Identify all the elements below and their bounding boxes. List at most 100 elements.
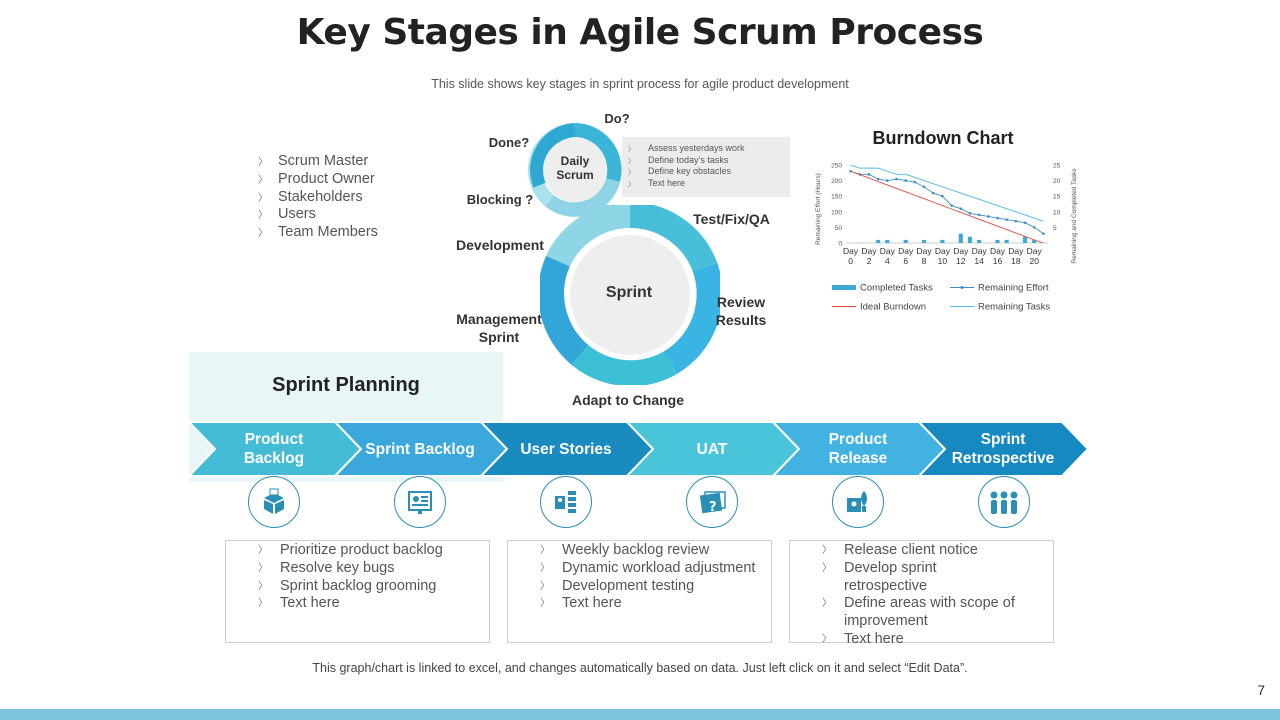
chart-bar (958, 233, 963, 243)
chevron-right-icon: 〉 (628, 157, 635, 165)
list-item: 〉Sprint backlog grooming (258, 577, 437, 594)
development-label: Development (456, 237, 544, 253)
list-item: 〉Development testing (540, 577, 695, 594)
series-point (931, 191, 935, 195)
series-point (1014, 219, 1018, 223)
chart-bar (1022, 236, 1028, 243)
list-item: 〉Prioritize product backlog (258, 542, 443, 558)
y-right-axis-label: Remaining and Completed Tasks (1071, 168, 1078, 264)
user-stories-icon (540, 476, 592, 528)
release-rocket-icon (832, 476, 884, 528)
series-point (895, 177, 898, 181)
svg-text:?: ? (709, 500, 717, 515)
y-tick-label: 0 (838, 241, 842, 248)
y-right-tick-label: 15 (1053, 194, 1061, 201)
team-people-icon (978, 476, 1030, 528)
list-item: 〉Develop sprint retrospective (822, 559, 937, 594)
series-line (850, 170, 1044, 244)
legend-label: Remaining Effort (978, 283, 1049, 294)
chevron-right-icon: 〉 (540, 580, 550, 592)
series-point (987, 215, 990, 218)
list-item: 〉Define key obstacles (628, 166, 790, 178)
daily-scrum-ring (528, 123, 622, 217)
series-point (1005, 218, 1008, 221)
chevron-right-icon: 〉 (258, 192, 268, 204)
chart-bar (921, 239, 927, 243)
y-tick-label: 50 (835, 225, 843, 232)
chevron-right-icon: 〉 (258, 545, 268, 556)
chevron-right-icon: 〉 (628, 169, 635, 176)
series-point (977, 213, 981, 217)
chart-bar (903, 239, 908, 243)
stage-label: Sprint Retrospective (951, 431, 1055, 467)
series-point (1023, 221, 1027, 225)
stage-label: Sprint Backlog (365, 440, 475, 458)
chevron-right-icon: 〉 (822, 633, 832, 645)
slide-title: Key Stages in Agile Scrum Process (296, 12, 984, 53)
y-tick-label: 150 (831, 194, 842, 201)
chevron-right-icon: 〉 (540, 545, 550, 556)
legend-label: Ideal Burndown (860, 302, 926, 313)
series-point (996, 216, 999, 220)
chevron-right-icon: 〉 (258, 598, 268, 610)
series-line (850, 170, 1044, 235)
sprint-center-label: Sprint (605, 284, 653, 301)
list-item: 〉Text here (258, 595, 340, 612)
list-item: 〉Users (258, 206, 378, 224)
blocking-label: Blocking ? (466, 192, 534, 207)
details-box: 〉Prioritize product backlog 〉Resolve key… (225, 540, 490, 643)
stage-label: UAT (696, 440, 728, 458)
chart-bar (977, 239, 982, 243)
series-point (950, 204, 953, 207)
series-point (904, 179, 907, 182)
list-item: 〉Team Members (258, 224, 378, 242)
stage-label: User Stories (520, 440, 612, 458)
chevron-right-icon: 〉 (822, 598, 832, 610)
series-point (922, 185, 926, 189)
series-point (867, 173, 871, 176)
list-item: 〉Dynamic workload adjustment (540, 559, 756, 576)
series-line (850, 164, 1044, 222)
list-item: 〉Resolve key bugs (258, 559, 395, 576)
chevron-right-icon: 〉 (540, 562, 550, 574)
daily-scrum-center-label: Daily Scrum (556, 154, 594, 182)
chevron-right-icon: 〉 (258, 562, 268, 574)
series-point (913, 180, 917, 184)
list-item: 〉Define today’s tasks (628, 155, 790, 167)
chart-bar (876, 239, 881, 243)
legend-label: Completed Tasks (860, 283, 933, 294)
stage-label: Product Backlog (243, 431, 305, 467)
slide-subtitle: This slide shows key stages in sprint pr… (431, 77, 849, 91)
y-right-tick-label: 25 (1053, 163, 1061, 170)
daily-scrum-items: 〉Assess yesterdays work 〉Define today’s … (622, 137, 790, 197)
series-point (886, 179, 889, 182)
review-results-label: Review Results (715, 294, 767, 328)
chevron-right-icon: 〉 (258, 210, 268, 222)
list-item: 〉Weekly backlog review (540, 542, 710, 558)
series-point (1042, 232, 1045, 235)
y-right-tick-label: 10 (1053, 209, 1061, 216)
y-tick-label: 250 (831, 163, 842, 170)
list-item: 〉Text here (822, 630, 904, 647)
chevron-right-icon: 〉 (628, 146, 635, 153)
page-number: 7 (1257, 682, 1265, 698)
do-label: Do? (604, 111, 630, 126)
y-tick-label: 100 (831, 209, 842, 216)
adapt-to-change-label: Adapt to Change (572, 392, 684, 408)
test-fix-qa-label: Test/Fix/QA (693, 211, 770, 227)
chart-bar (940, 239, 945, 243)
series-point (941, 194, 944, 198)
list-item: 〉Define areas with scope of improvement (822, 595, 1015, 630)
product-box-icon (248, 476, 300, 528)
y-tick-label: 200 (831, 178, 842, 185)
chevron-right-icon: 〉 (822, 545, 832, 556)
list-item: 〉Text here (628, 178, 790, 190)
